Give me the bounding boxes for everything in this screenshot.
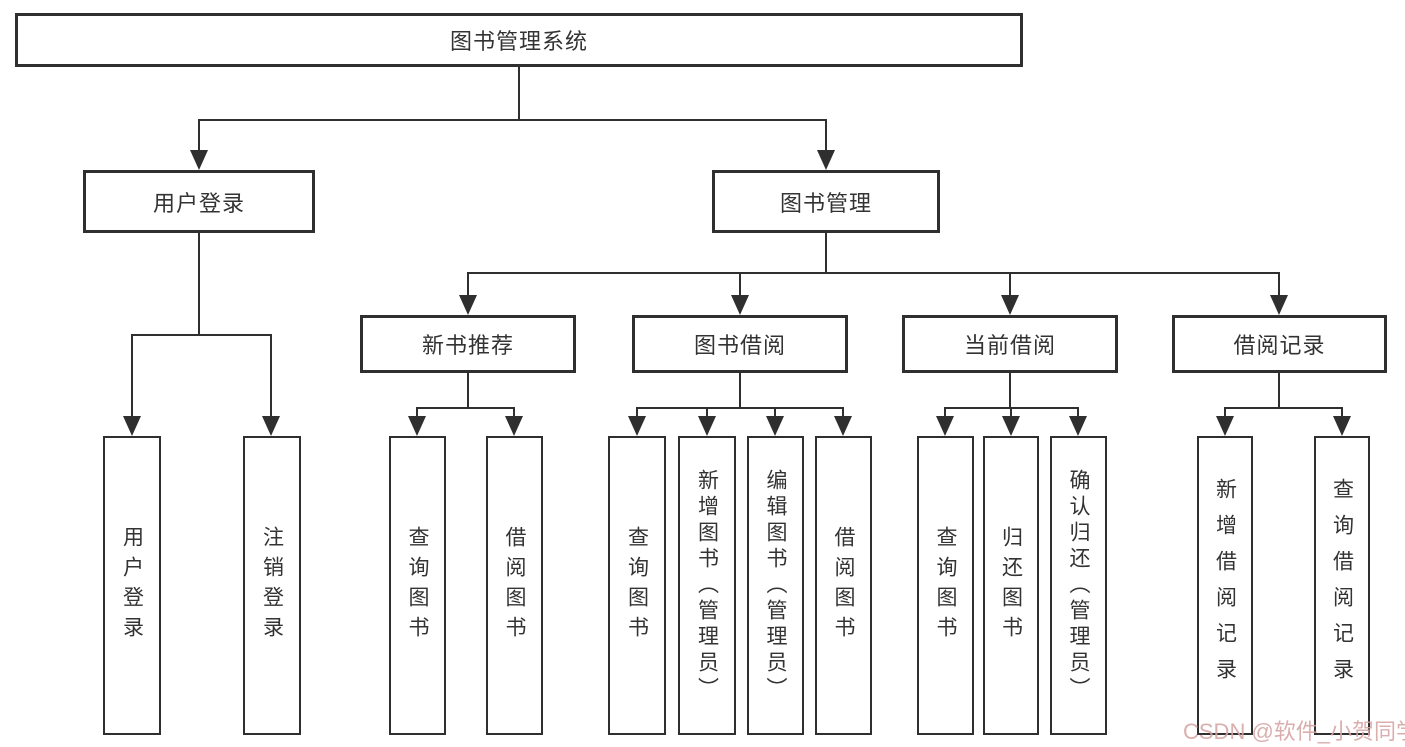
- node-new-book-recommend: 新书推荐: [360, 315, 576, 373]
- edge-line: [1009, 272, 1011, 297]
- edge-line: [131, 334, 272, 336]
- arrow-down-icon: [190, 150, 208, 170]
- node-book-borrow-label: 图书借阅: [693, 333, 786, 358]
- arrow-down-icon: [628, 416, 646, 436]
- edge-line: [706, 407, 708, 418]
- edge-line: [1278, 371, 1280, 409]
- leaf-borrow-book-newrec: 借阅图书: [486, 436, 543, 735]
- leaf-user-login: 用户登录: [103, 436, 161, 735]
- arrow-down-icon: [834, 416, 852, 436]
- edge-line: [1278, 272, 1280, 297]
- edge-line: [739, 371, 741, 409]
- node-book-management-label: 图书管理: [779, 190, 872, 216]
- node-user-login-label: 用户登录: [152, 190, 245, 216]
- leaf-query-book-borrow-label: 查询图书: [625, 525, 649, 646]
- edge-line: [636, 407, 844, 409]
- edge-line: [467, 371, 469, 409]
- arrow-down-icon: [459, 295, 477, 315]
- node-user-login: 用户登录: [83, 170, 315, 233]
- edge-line: [1010, 407, 1012, 418]
- edge-line: [1341, 407, 1343, 418]
- leaf-edit-book-admin-label: 编辑图书（管理员）: [764, 468, 787, 703]
- leaf-query-book-newrec: 查询图书: [389, 436, 446, 735]
- node-root-label: 图书管理系统: [449, 29, 588, 54]
- leaf-borrow-book-borrow: 借阅图书: [815, 436, 872, 735]
- edge-line: [944, 407, 946, 418]
- edge-line: [1224, 407, 1342, 409]
- node-book-borrow: 图书借阅: [632, 315, 848, 373]
- leaf-borrow-book-newrec-label: 借阅图书: [503, 525, 526, 646]
- arrow-down-icon: [1333, 416, 1351, 436]
- arrow-down-icon: [123, 416, 141, 436]
- leaf-query-book-current-label: 查询图书: [934, 525, 957, 646]
- leaf-query-book-borrow: 查询图书: [608, 436, 666, 735]
- edge-line: [270, 334, 272, 418]
- edge-line: [416, 407, 418, 418]
- leaf-add-book-admin-label: 新增图书（管理员）: [695, 468, 719, 703]
- edge-line: [1077, 407, 1079, 418]
- arrow-down-icon: [1001, 295, 1019, 315]
- leaf-return-book: 归还图书: [983, 436, 1039, 735]
- arrow-down-icon: [1002, 416, 1020, 436]
- leaf-edit-book-admin: 编辑图书（管理员）: [747, 436, 804, 735]
- node-current-borrow: 当前借阅: [902, 315, 1118, 373]
- leaf-add-book-admin: 新增图书（管理员）: [678, 436, 736, 735]
- edge-line: [518, 66, 520, 121]
- watermark: CSDN @软件_小贺同学: [1183, 719, 1405, 744]
- node-root: 图书管理系统: [15, 13, 1023, 67]
- node-new-book-recommend-label: 新书推荐: [421, 333, 514, 358]
- arrow-down-icon: [817, 150, 835, 170]
- arrow-down-icon: [766, 416, 784, 436]
- node-current-borrow-label: 当前借阅: [963, 333, 1056, 358]
- arrow-down-icon: [1216, 416, 1234, 436]
- edge-line: [416, 407, 515, 409]
- edge-line: [198, 119, 827, 121]
- leaf-confirm-return-admin-label: 确认归还（管理员）: [1067, 468, 1090, 703]
- edge-line: [198, 119, 200, 151]
- edge-line: [774, 407, 776, 418]
- node-book-management: 图书管理: [712, 170, 940, 233]
- leaf-confirm-return-admin: 确认归还（管理员）: [1050, 436, 1107, 735]
- leaf-add-borrow-record: 新增借阅记录: [1197, 436, 1253, 735]
- leaf-query-book-newrec-label: 查询图书: [406, 525, 429, 646]
- leaf-user-login-label: 用户登录: [120, 525, 144, 646]
- leaf-add-borrow-record-label: 新增借阅记录: [1213, 477, 1237, 694]
- leaf-query-book-current: 查询图书: [917, 436, 974, 735]
- edge-line: [636, 407, 638, 418]
- leaf-logout: 注销登录: [243, 436, 301, 735]
- leaf-query-borrow-record: 查询借阅记录: [1314, 436, 1370, 735]
- edge-line: [842, 407, 844, 418]
- arrow-down-icon: [505, 416, 523, 436]
- edge-line: [467, 272, 469, 297]
- edge-line: [513, 407, 515, 418]
- edge-line: [825, 231, 827, 274]
- edge-line: [825, 119, 827, 151]
- leaf-borrow-book-borrow-label: 借阅图书: [832, 525, 855, 646]
- edge-line: [198, 231, 200, 336]
- arrow-down-icon: [408, 416, 426, 436]
- edge-line: [739, 272, 741, 297]
- arrow-down-icon: [731, 295, 749, 315]
- leaf-logout-label: 注销登录: [260, 525, 284, 646]
- edge-line: [1224, 407, 1226, 418]
- node-borrow-record-label: 借阅记录: [1233, 333, 1326, 358]
- arrow-down-icon: [262, 416, 280, 436]
- arrow-down-icon: [1069, 416, 1087, 436]
- leaf-query-borrow-record-label: 查询借阅记录: [1330, 477, 1354, 694]
- node-borrow-record: 借阅记录: [1172, 315, 1387, 373]
- leaf-return-book-label: 归还图书: [999, 525, 1023, 646]
- arrow-down-icon: [936, 416, 954, 436]
- edge-line: [467, 272, 1280, 274]
- arrow-down-icon: [1270, 295, 1288, 315]
- edge-line: [1009, 371, 1011, 409]
- edge-line: [131, 334, 133, 418]
- arrow-down-icon: [698, 416, 716, 436]
